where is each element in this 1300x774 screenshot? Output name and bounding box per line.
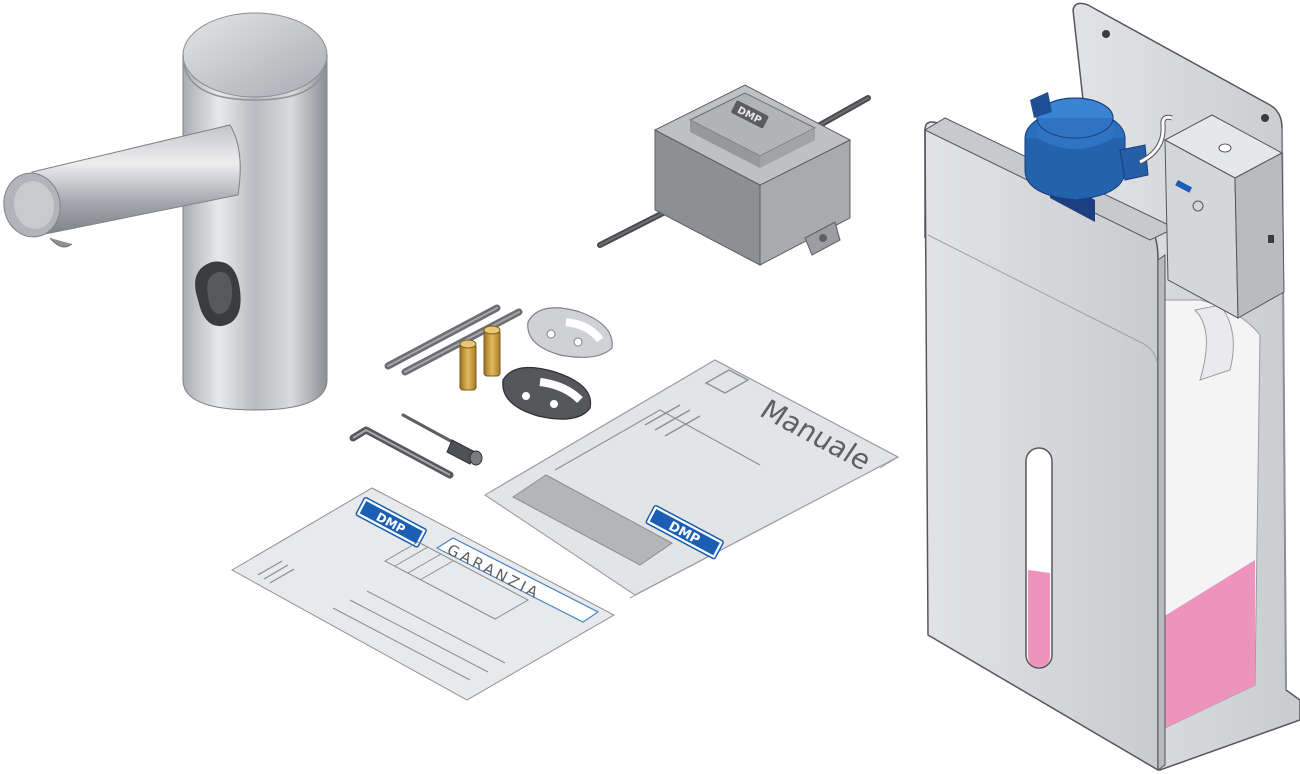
pump-icon <box>1024 92 1149 222</box>
washer-icon <box>502 307 613 420</box>
soap-dispenser-icon <box>923 2 1300 772</box>
allen-key-icon <box>349 426 454 479</box>
control-box-icon <box>1163 114 1285 319</box>
soap-level-fill <box>1150 560 1255 735</box>
manual-icon: Manuale DMP <box>484 359 900 599</box>
spacers-icon <box>459 325 501 391</box>
transformer-icon: DMP <box>597 84 871 266</box>
tool-pin-icon <box>401 413 483 466</box>
faucet-icon <box>3 12 328 411</box>
